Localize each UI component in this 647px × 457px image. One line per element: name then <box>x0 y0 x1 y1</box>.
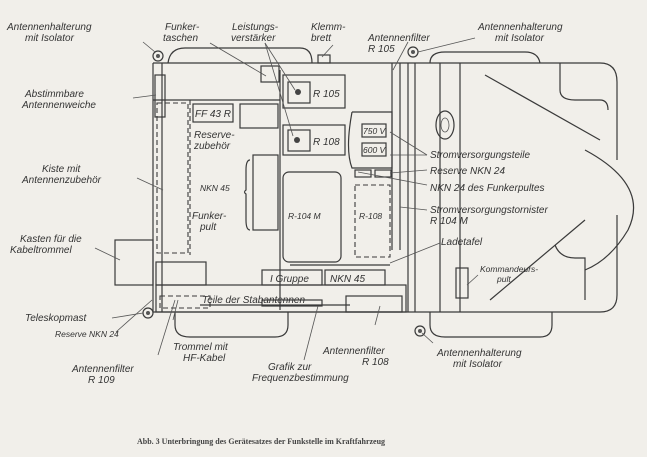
figure-caption: Abb. 3 Unterbringung des Gerätesatzes de… <box>137 437 385 446</box>
vehicle-outline <box>114 46 635 338</box>
label-grafik: Grafik zur <box>268 362 312 373</box>
label-grafik-2: Frequenzbestimmung <box>252 373 349 384</box>
box-r104m: R-104 M <box>288 211 322 221</box>
box-r105: R 105 <box>313 89 340 100</box>
kiste-antennenzubehoer <box>156 102 189 254</box>
label-stromversorgungsteile: Stromversorgungsteile <box>430 150 530 161</box>
label-reserve-nkn24-right: Reserve NKN 24 <box>430 166 505 177</box>
label-funkertaschen-2: taschen <box>163 33 198 44</box>
r104m-box <box>282 171 342 263</box>
label-klemmbrett-2: brett <box>311 33 332 44</box>
funkertaschen-box <box>260 65 280 83</box>
label-antennenhalterung-tl: Antennenhalterung <box>6 22 92 33</box>
steering-wheel-icon <box>435 110 455 140</box>
label-reserve-nkn24-left: Reserve NKN 24 <box>55 329 119 339</box>
box-nkn45-bottom: NKN 45 <box>330 274 365 285</box>
label-antennenfilter-r105-2: R 105 <box>368 44 395 55</box>
label-antennenweiche-2: Antennenweiche <box>21 100 96 111</box>
label-kommandeurspult: Kommandeurs- <box>480 264 538 274</box>
label-antennenhalterung-br: Antennenhalterung <box>436 348 522 359</box>
label-leistungsverstaerker: Leistungs- <box>232 22 279 33</box>
label-antennenhalterung-tl-2: mit Isolator <box>25 33 75 44</box>
box-reservezubehoer: Reserve- <box>194 130 235 141</box>
leader-lines <box>94 37 479 361</box>
antenna-mount-icon <box>142 307 154 319</box>
box-r108-dashed: R-108 <box>359 211 382 221</box>
antenna-mount-icon <box>407 46 419 58</box>
label-antennenfilter-r108-2: R 108 <box>362 357 389 368</box>
klemmbrett-box <box>317 54 331 64</box>
r108-dashed-box <box>354 184 391 258</box>
label-kommandeurspult-2: pult <box>496 274 511 284</box>
label-teleskopmast: Teleskopmast <box>25 313 88 324</box>
label-kabeltrommel: Kasten für die <box>20 234 82 245</box>
antenna-mount-icon <box>152 50 164 62</box>
box-r108: R 108 <box>313 137 340 148</box>
box-nkn45: NKN 45 <box>200 183 230 193</box>
label-kiste-2: Antennenzubehör <box>21 175 102 186</box>
label-antennenhalterung-tr: Antennenhalterung <box>477 22 563 33</box>
box-ff43r: FF 43 R <box>195 109 231 120</box>
antenna-mount-icon <box>414 325 426 337</box>
label-kiste: Kiste mit <box>42 164 82 175</box>
box-reservezubehoer-2: zubehör <box>193 141 231 152</box>
label-trommel-2: HF-Kabel <box>183 353 226 364</box>
label-stromversorgungstornister: Stromversorgungstornister <box>430 205 548 216</box>
label-antennenhalterung-br-2: mit Isolator <box>453 359 503 370</box>
r108-box <box>282 124 346 156</box>
box-600v: 600 V <box>363 145 387 155</box>
label-antennenfilter-r109-2: R 109 <box>88 375 115 386</box>
label-ladetafel: Ladetafel <box>441 237 483 248</box>
label-antennenweiche: Abstimmbare <box>24 89 84 100</box>
label-leistungsverstaerker-2: verstärker <box>231 33 276 44</box>
label-kabeltrommel-2: Kabeltrommel <box>10 245 72 256</box>
box-stabantennen: Teile der Stabantennen <box>202 295 305 306</box>
label-stromversorgungstornister-2: R 104 M <box>430 216 468 227</box>
r105-box <box>282 74 346 109</box>
label-antennenfilter-r105: Antennenfilter <box>367 33 430 44</box>
box-gruppe: I Gruppe <box>270 274 309 285</box>
label-antennenfilter-r109: Antennenfilter <box>71 364 134 375</box>
kabeltrommel-box <box>114 239 154 286</box>
box-funkerpult: Funker- <box>192 211 227 222</box>
label-funkertaschen: Funker- <box>165 22 200 33</box>
label-klemmbrett: Klemm- <box>311 22 346 33</box>
label-antennenhalterung-tr-2: mit Isolator <box>495 33 545 44</box>
box-750v: 750 V <box>363 126 387 136</box>
antennenweiche-box <box>154 74 166 118</box>
box-funkerpult-2: pult <box>199 222 217 233</box>
label-antennenfilter-r108: Antennenfilter <box>322 346 385 357</box>
label-trommel: Trommel mit <box>173 342 229 353</box>
label-nkn24-funkerpult: NKN 24 des Funkerpultes <box>430 183 545 194</box>
